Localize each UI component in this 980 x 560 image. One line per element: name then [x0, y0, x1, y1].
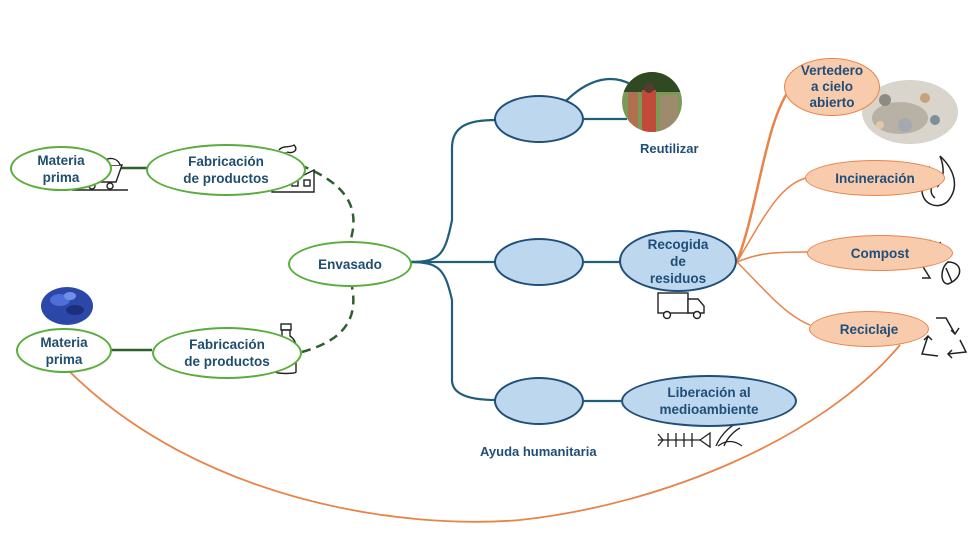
materia-prima-top-label: Materia prima: [37, 152, 85, 185]
connector-reciclaje-materia-loop: [69, 344, 901, 523]
blue-pellets-image: [41, 287, 93, 325]
compost-node: Compost: [807, 235, 953, 271]
connector-recogida-compost: [736, 251, 809, 263]
connector-reuse-photo: [561, 77, 633, 106]
recogida-label: Recogida de residuos: [647, 236, 709, 286]
connector-envasado-branches: [409, 118, 497, 264]
liberacion-label: Liberación al medioambiente: [659, 385, 759, 417]
fabricacion-top-label: Fabricación de productos: [183, 154, 269, 186]
envasado-node: Envasado: [288, 241, 412, 287]
vertedero-label: Vertedero a cielo abierto: [800, 63, 864, 110]
ayuda-humanitaria-label: Ayuda humanitaria: [480, 444, 597, 459]
vertedero-node: Vertedero a cielo abierto: [784, 58, 880, 116]
fabricacion-bottom-node: Fabricación de productos: [152, 327, 302, 379]
incineracion-label: Incineración: [835, 170, 915, 186]
envasado-label: Envasado: [318, 256, 382, 272]
liberacion-node: Liberación al medioambiente: [621, 375, 797, 427]
people-node-liberacion: [494, 377, 584, 425]
connector-fabricacion-envasado-bottom: [301, 286, 355, 354]
connector-recogida-vertedero: [735, 85, 793, 263]
connector-recogida-incineracion: [736, 177, 807, 263]
photo-reuse-image: [622, 72, 682, 132]
people-node-reuse: [494, 95, 584, 143]
materia-prima-bottom-label: Materia prima: [40, 334, 88, 367]
connector-envasado-lower: [409, 260, 497, 402]
landfill-photo-image: [862, 80, 958, 144]
reutilizar-label: Reutilizar: [640, 141, 699, 156]
materia-prima-top-node: Materia prima: [10, 146, 112, 191]
fabricacion-bottom-label: Fabricación de productos: [184, 337, 270, 369]
truck-icon: [657, 292, 705, 320]
people-node-recogida: [494, 238, 584, 286]
fabricacion-top-node: Fabricación de productos: [146, 144, 306, 196]
materia-prima-bottom-node: Materia prima: [16, 328, 112, 373]
reciclaje-node: Reciclaje: [809, 311, 929, 347]
recogida-node: Recogida de residuos: [619, 230, 737, 292]
connector-recogida-reciclaje: [736, 261, 811, 326]
recycle-icon: [920, 317, 968, 359]
fish-bone-icon: [657, 431, 711, 449]
reciclaje-label: Reciclaje: [839, 321, 899, 337]
incineracion-node: Incineración: [805, 160, 945, 196]
compost-label: Compost: [850, 245, 910, 261]
